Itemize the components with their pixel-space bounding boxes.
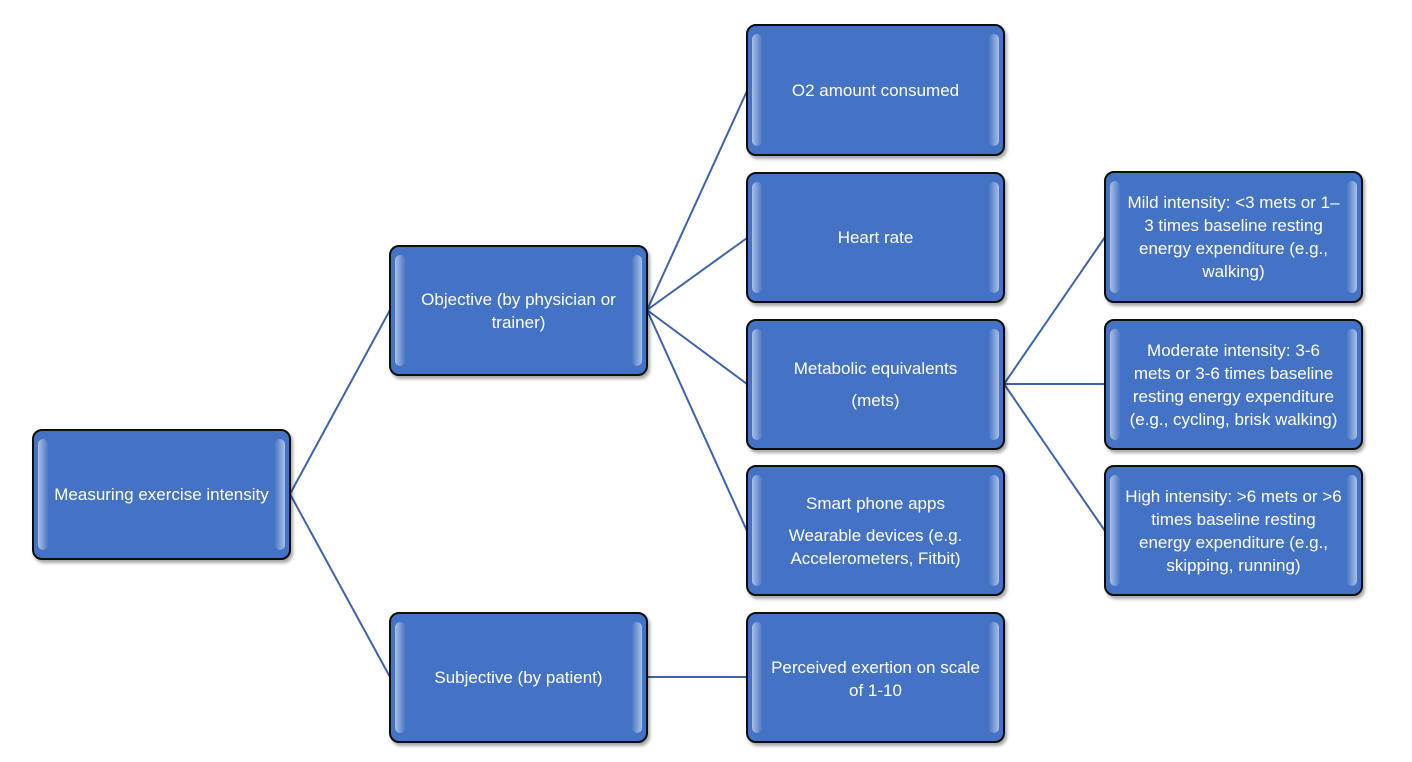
apps-node-line: Wearable devices (e.g. — [788, 525, 963, 545]
moderate-node-line: resting energy expenditure — [1132, 386, 1335, 406]
mild-node-line: energy expenditure (e.g., — [1138, 239, 1328, 258]
subjective-node-line: Subjective (by patient) — [434, 668, 603, 687]
mets-node-text: Metabolic equivalents (mets) — [748, 321, 1003, 448]
o2-node: O2 amount consumed — [746, 24, 1005, 156]
mets-node-line: Metabolic equivalents — [793, 359, 958, 378]
objective-node-text: Objective (by physician or trainer) — [391, 247, 646, 374]
objective-node-line: trainer) — [491, 312, 546, 332]
connector-root-subjective — [289, 493, 391, 678]
moderate-node-line: Moderate intensity: 3-6 — [1147, 340, 1320, 360]
high-node-line: times baseline resting — [1151, 509, 1316, 529]
moderate-node-line: mets or 3-6 times baseline — [1133, 363, 1334, 383]
root-node-text: Measuring exercise intensity — [34, 431, 289, 558]
high-node-text: High intensity: >6 mets or >6 times base… — [1106, 467, 1361, 594]
high-node-line: skipping, running) — [1166, 555, 1301, 575]
moderate-node: Moderate intensity: 3-6 mets or 3-6 time… — [1104, 319, 1363, 450]
mild-node: Mild intensity: <3 mets or 1– 3 times ba… — [1104, 171, 1363, 303]
connector-objective-apps — [646, 309, 748, 532]
objective-node-line: Objective (by physician or — [421, 289, 616, 309]
connector-mets-high — [1003, 383, 1106, 532]
high-node-line: energy expenditure (e.g., — [1138, 532, 1328, 552]
connector-objective-o2 — [646, 90, 748, 311]
perceived-node-line: Perceived exertion on scale — [771, 658, 980, 677]
connector-objective-mets — [646, 309, 748, 385]
perceived-node-line: of 1-10 — [849, 681, 902, 700]
o2-node-text: O2 amount consumed — [748, 26, 1003, 154]
root-node-line: Measuring exercise intensity — [54, 485, 269, 504]
apps-node-text: Smart phone apps Wearable devices (e.g. … — [748, 467, 1003, 594]
apps-node-line: Accelerometers, Fitbit) — [790, 548, 961, 568]
perceived-node-text: Perceived exertion on scale of 1-10 — [748, 614, 1003, 741]
subjective-node-text: Subjective (by patient) — [391, 614, 646, 741]
o2-node-line: O2 amount consumed — [791, 81, 960, 100]
mets-node: Metabolic equivalents (mets) — [746, 319, 1005, 450]
root-node: Measuring exercise intensity — [32, 429, 291, 560]
perceived-node: Perceived exertion on scale of 1-10 — [746, 612, 1005, 743]
heart-rate-node-line: Heart rate — [837, 228, 914, 247]
connector-mets-mild — [1003, 236, 1106, 385]
heart-rate-node: Heart rate — [746, 172, 1005, 303]
objective-node: Objective (by physician or trainer) — [389, 245, 648, 376]
high-node: High intensity: >6 mets or >6 times base… — [1104, 465, 1363, 596]
connector-objective-heart-rate — [646, 237, 748, 311]
apps-node-line: Smart phone apps — [806, 493, 945, 513]
heart-rate-node-text: Heart rate — [748, 174, 1003, 301]
mild-node-line: Mild intensity: <3 mets or 1– — [1127, 193, 1340, 212]
mild-node-line: 3 times baseline resting — [1144, 216, 1323, 235]
apps-node: Smart phone apps Wearable devices (e.g. … — [746, 465, 1005, 596]
high-node-line: High intensity: >6 mets or >6 — [1125, 486, 1342, 506]
connector-root-objective — [289, 309, 391, 495]
mets-node-line: (mets) — [851, 391, 900, 410]
moderate-node-text: Moderate intensity: 3-6 mets or 3-6 time… — [1106, 321, 1361, 448]
mild-node-line: walking) — [1202, 262, 1265, 281]
mild-node-text: Mild intensity: <3 mets or 1– 3 times ba… — [1106, 173, 1361, 301]
moderate-node-line: (e.g., cycling, brisk walking) — [1129, 409, 1338, 429]
subjective-node: Subjective (by patient) — [389, 612, 648, 743]
